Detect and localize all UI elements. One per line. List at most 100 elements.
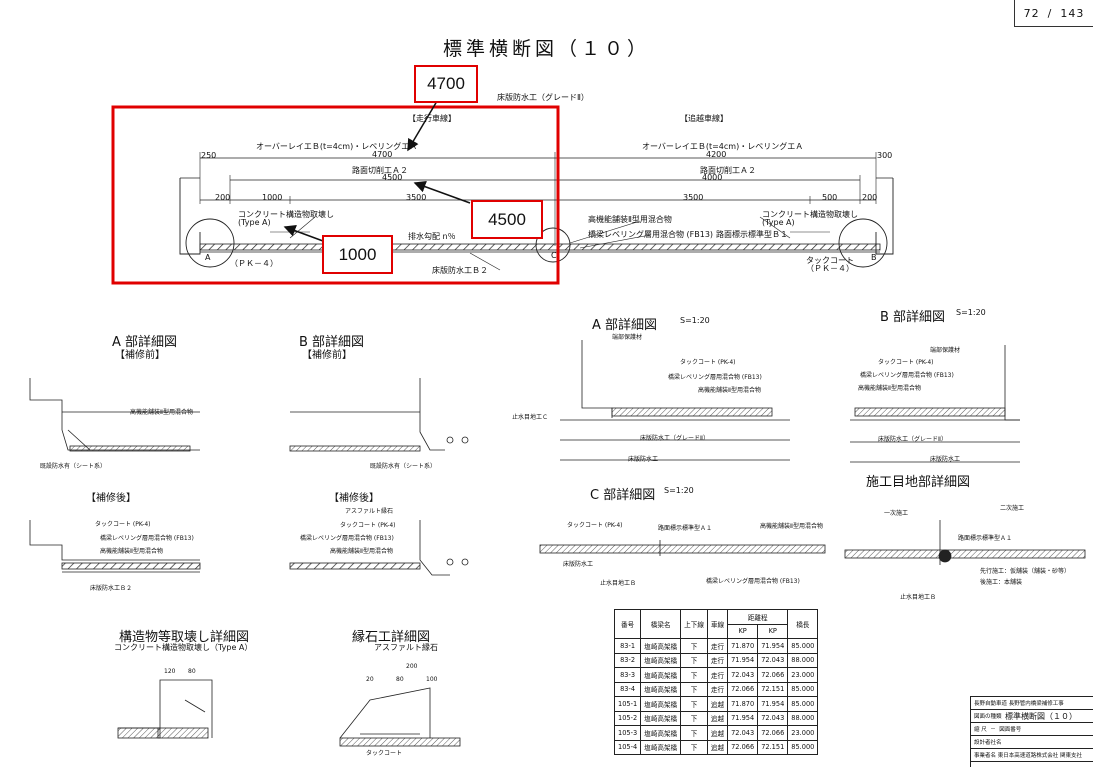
- a-scaled-title: A 部詳細図: [592, 318, 658, 333]
- table-cell: 塩崎高架橋: [640, 725, 682, 741]
- table-cell: 追越: [706, 725, 729, 741]
- a-before-title: A 部詳細図: [112, 335, 178, 350]
- drawing-title: 標準横断図（１０）: [442, 38, 650, 60]
- dim-3500-left: 3500: [406, 193, 427, 202]
- c-stop: 止水目地工Ｂ: [600, 580, 637, 587]
- table-cell: 71.954: [757, 696, 789, 712]
- table-cell: 71.954: [757, 638, 789, 654]
- th-bridge: 橋梁名: [640, 609, 682, 639]
- table-cell: 85.000: [787, 739, 819, 755]
- table-cell: 85.000: [787, 638, 819, 654]
- tb-company: 東日本高速道路株式会社 関東支社: [997, 753, 1083, 759]
- table-cell: 72.066: [727, 739, 759, 755]
- joint-first: 一次施工: [884, 510, 909, 517]
- tb-scale-row: 縮 尺 － 図面番号: [971, 723, 1093, 736]
- table-header-row: 番号 橋梁名 上下線 車線 距離程 橋長: [613, 609, 819, 639]
- table-cell: 23.000: [787, 725, 819, 741]
- b-scaled-drawing: [850, 345, 1020, 463]
- overlay-left-label: オーバーレイエＢ(t=4cm)・レベリングエＡ: [256, 142, 418, 151]
- table-cell: 71.870: [727, 696, 759, 712]
- dim-250: 250: [201, 151, 217, 160]
- struct-dim-80: 80: [188, 668, 196, 675]
- cut-right-label: 路面切削工Ａ２: [700, 166, 756, 175]
- b-scaled-title: B 部詳細図: [880, 310, 946, 325]
- table-cell: 105-1: [613, 696, 642, 712]
- detail-circle-b: [838, 218, 888, 268]
- a-before-sub: 【補修前】: [115, 350, 165, 361]
- table-cell: 下: [680, 696, 708, 712]
- table-cell: 83-1: [613, 638, 642, 654]
- table-cell: 下: [680, 667, 708, 683]
- a-after-label: 【補修後】: [86, 493, 136, 504]
- struct-drawing: [117, 679, 213, 739]
- table-cell: 塩崎高架橋: [640, 652, 682, 668]
- a-after-tack: タックコート (PK-4): [95, 521, 151, 528]
- detail-circle-a: [185, 218, 235, 268]
- b-after-high: 高機能舗装Ⅱ型用混合物: [330, 548, 393, 555]
- table-cell: 72.043: [757, 710, 789, 726]
- c-scaled-scale: S=1:20: [664, 486, 694, 495]
- lane-right-label: 【追越車線】: [680, 114, 728, 123]
- dim-4500: 4500: [382, 173, 403, 182]
- page-separator: /: [1047, 6, 1053, 20]
- table-cell: 105-4: [613, 739, 642, 755]
- a-before-drawing: [29, 378, 200, 452]
- dim-4200: 4200: [706, 150, 727, 159]
- table-cell: 88.000: [787, 710, 819, 726]
- table-cell: 72.043: [727, 725, 759, 741]
- tb-kind-label: 図面の種類: [974, 714, 1002, 720]
- tb-scale: －: [990, 727, 996, 733]
- dim-500: 500: [822, 193, 838, 202]
- table-cell: 下: [680, 710, 708, 726]
- table-cell: 追越: [706, 739, 729, 755]
- a-after-wp: 床版防水工Ｂ２: [90, 585, 133, 592]
- curb-dim-100: 100: [426, 676, 438, 683]
- deck-pavement: [199, 243, 881, 251]
- curb-sub: アスファルト縁石: [374, 643, 438, 652]
- tb-company-row: 事業者名 東日本高速道路株式会社 関東支社: [971, 749, 1093, 762]
- table-cell: 83-2: [613, 652, 642, 668]
- a-after-level: 橋梁レベリング層用混合物 (FB13): [100, 535, 194, 542]
- label-c: C: [551, 251, 557, 260]
- table-cell: 83-3: [613, 667, 642, 683]
- struct-title: 構造物等取壊し詳細図: [119, 630, 250, 645]
- a-scaled-high: 高機能舗装Ⅱ型用混合物: [698, 387, 761, 394]
- c-scaled-title: C 部詳細図: [590, 488, 656, 503]
- tb-company-label: 事業者名: [974, 753, 997, 759]
- table-cell: 下: [680, 725, 708, 741]
- a-scaled-stop: 止水目地工Ｃ: [512, 414, 549, 421]
- th-kp1: KP: [727, 623, 759, 639]
- b-before-sub: 【補修前】: [302, 350, 352, 361]
- th-updown: 上下線: [680, 609, 708, 639]
- table-cell: 105-3: [613, 725, 642, 741]
- cut-left-label: 路面切削工Ａ２: [352, 166, 408, 175]
- tb-kind-row: 図面の種類 標準横断図（１０）: [971, 710, 1093, 723]
- page-counter: 72 / 143: [1014, 0, 1093, 27]
- drain-label: 排水勾配 n％: [408, 232, 456, 241]
- tb-designer-label: 設計者社名: [974, 740, 1002, 746]
- table-cell: 走行: [706, 652, 729, 668]
- curb-tack: タックコート: [366, 750, 403, 757]
- b-before-drawing: [289, 378, 469, 452]
- curb-dim-20: 20: [366, 676, 374, 683]
- table-cell: 走行: [706, 667, 729, 683]
- c-wp: 床版防水工: [563, 561, 594, 568]
- tack-label: タックコート: [806, 256, 854, 265]
- th-number: 番号: [613, 609, 642, 639]
- c-level: 橋梁レベリング層用混合物 (FB13): [706, 578, 800, 585]
- label-a: A: [205, 253, 211, 262]
- dim-4000: 4000: [702, 173, 723, 182]
- waterproof-label: 床版防水工Ｂ２: [432, 266, 488, 275]
- table-cell: 72.043: [757, 652, 789, 668]
- a-scaled-wp: 床版防水工（グレードⅡ）: [640, 435, 709, 442]
- table-cell: 72.151: [757, 739, 789, 755]
- b-scaled-scale: S=1:20: [956, 308, 986, 317]
- b-scaled-tack: タックコート (PK-4): [878, 359, 934, 366]
